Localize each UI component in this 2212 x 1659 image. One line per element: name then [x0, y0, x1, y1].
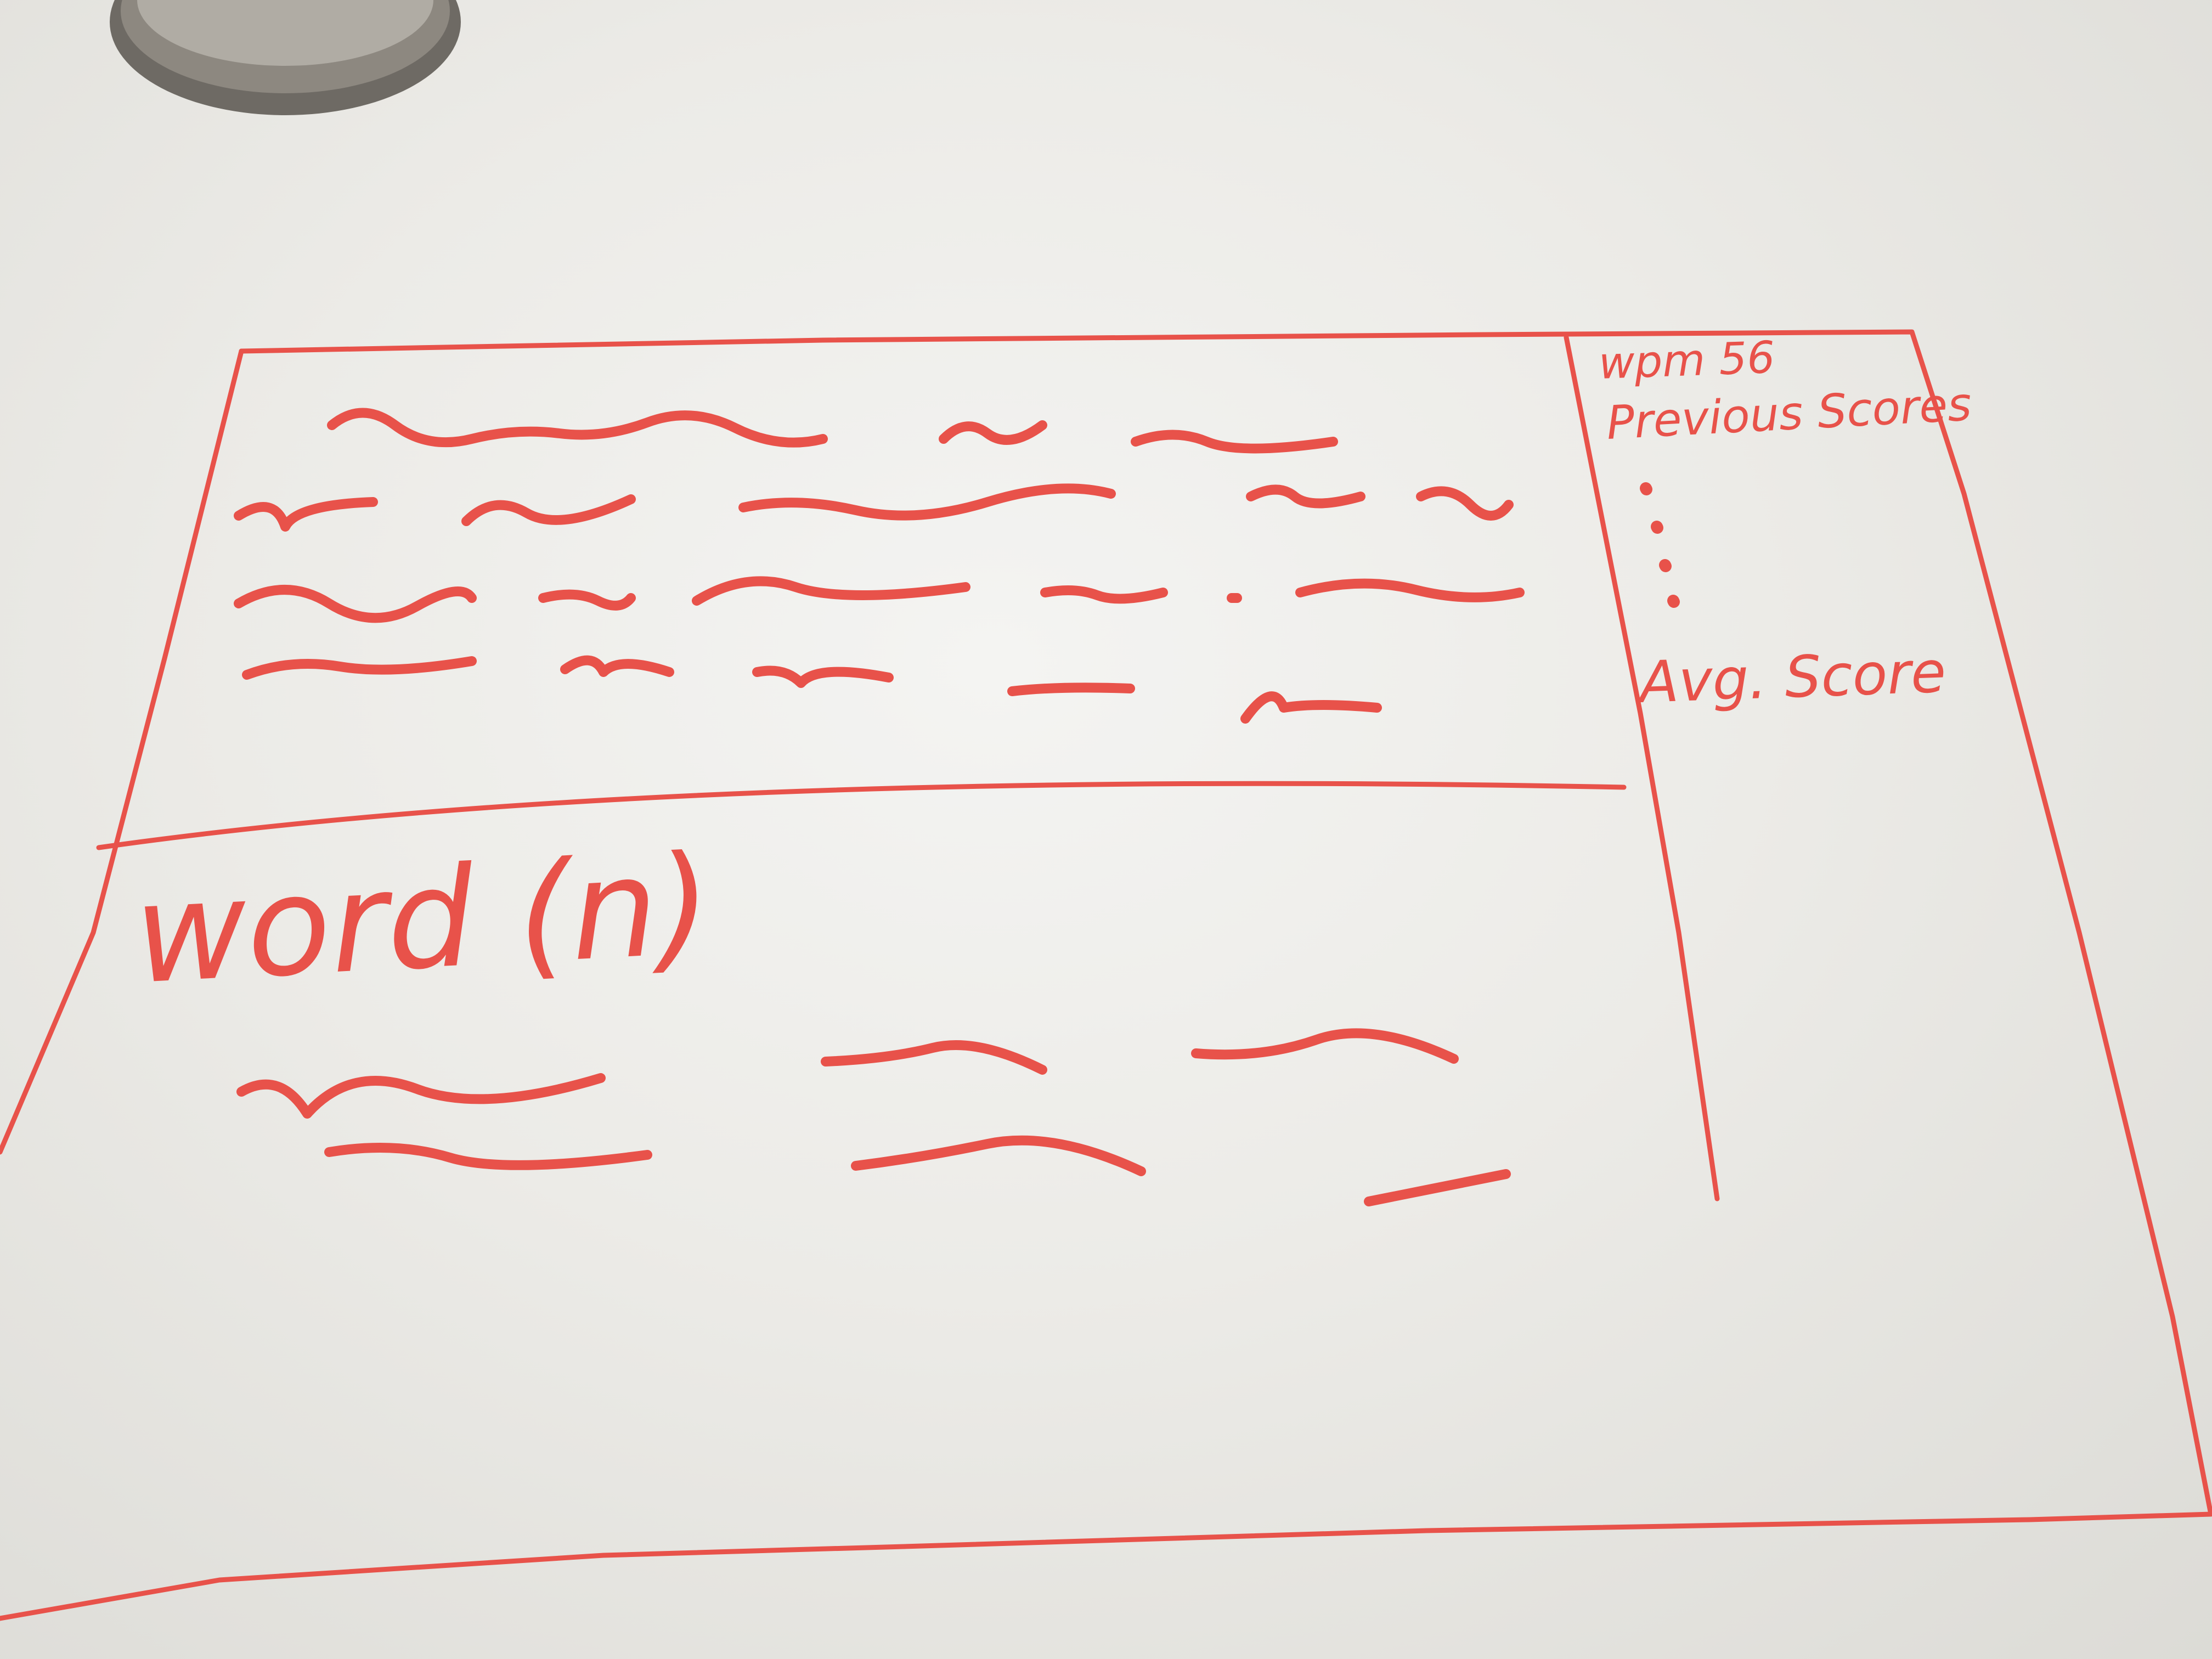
prompt-word	[242, 656, 477, 680]
current-word-label: word (n)	[131, 825, 715, 1014]
typed-text-lines	[236, 1028, 1511, 1206]
wpm-label: wpm 56	[1598, 332, 1775, 389]
outer-frame-left-edge	[0, 348, 244, 1155]
prompt-word	[327, 408, 828, 448]
jar-lid-object	[110, 0, 461, 115]
typed-word	[1191, 1028, 1459, 1064]
prompt-word	[1295, 578, 1525, 602]
typed-word	[821, 1040, 1047, 1075]
typed-word	[236, 1073, 606, 1119]
typed-word	[324, 1143, 652, 1170]
text-area-divider	[96, 781, 1627, 850]
prompt-word	[1131, 430, 1338, 454]
prompt-word	[1240, 691, 1382, 724]
prompt-word	[461, 494, 636, 526]
prompt-word	[538, 589, 636, 611]
prompt-word	[1040, 585, 1168, 604]
prompt-word	[692, 576, 970, 606]
prompt-word	[560, 655, 674, 677]
prompt-word	[752, 665, 894, 688]
prompt-word	[1246, 484, 1365, 509]
prompt-word	[1416, 486, 1514, 521]
avg-score-label: Avg. Score	[1635, 639, 1947, 716]
prompt-word	[234, 585, 477, 623]
prompt-text-lines	[234, 408, 1525, 724]
previous-scores-label: Previous Scores	[1605, 377, 1973, 450]
outer-frame	[0, 329, 2212, 1621]
typed-word	[1364, 1169, 1511, 1206]
prompt-word	[738, 483, 1116, 521]
prompt-word	[1007, 682, 1135, 696]
sidebar-divider	[1564, 335, 1720, 1201]
typed-word	[851, 1135, 1146, 1176]
previous-scores-ellipsis	[1640, 482, 1680, 608]
prompt-word	[234, 497, 378, 532]
prompt-word	[939, 420, 1047, 445]
